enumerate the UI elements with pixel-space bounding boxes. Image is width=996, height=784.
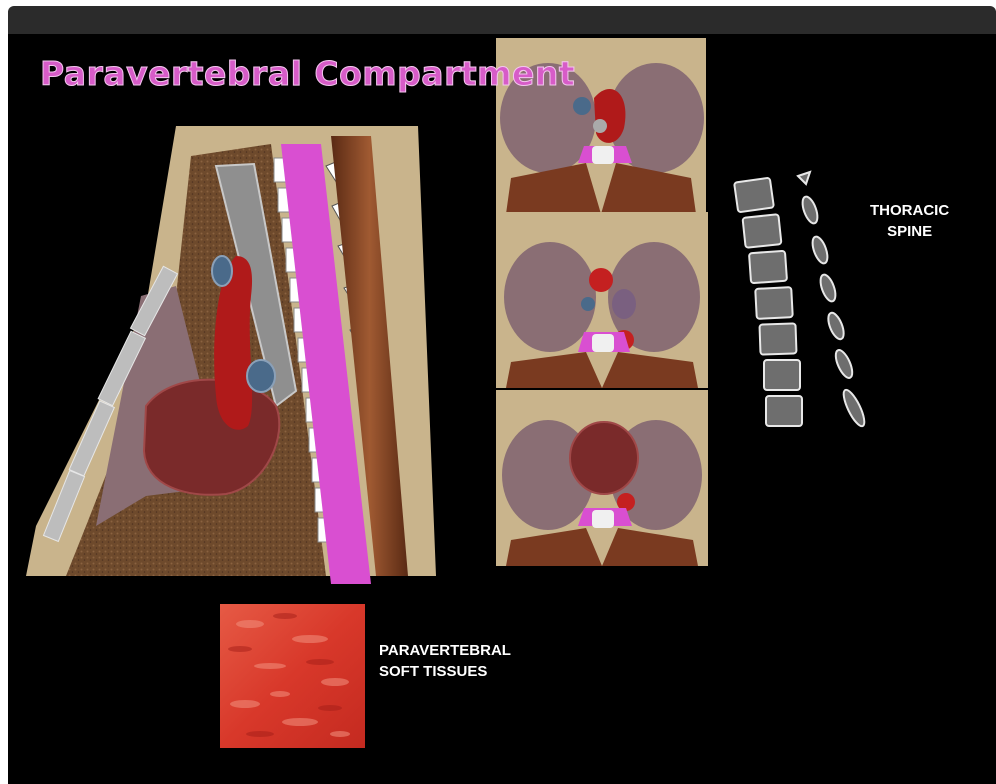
pulmonary-vessel-lower — [247, 360, 275, 392]
spinous-t2 — [800, 195, 821, 225]
label-thoracic-spine-line2: SPINE — [870, 221, 949, 242]
spinous-t4 — [818, 273, 839, 303]
axial-slice-lower — [496, 390, 708, 566]
label-thoracic-spine-line1: THORACIC — [870, 200, 949, 221]
vertebra-lower — [592, 510, 614, 528]
pulmonary-artery — [612, 289, 636, 319]
sagittal-thorax-illustration — [26, 106, 446, 596]
vertebra-t6 — [764, 360, 800, 390]
label-soft-tissues-line1: PARAVERTEBRAL — [379, 640, 511, 661]
label-soft-tissues-line2: SOFT TISSUES — [379, 661, 511, 682]
spinous-t1 — [798, 172, 810, 184]
vertebra-t2 — [743, 214, 782, 248]
pulmonary-vessel-upper — [212, 256, 232, 286]
spinous-t5 — [825, 311, 847, 341]
vessel-blue-upper — [573, 97, 591, 115]
spinous-t6 — [832, 348, 855, 380]
axial-slice-middle — [496, 212, 708, 388]
slide-title: Paravertebral Compartment — [40, 54, 575, 93]
vertebra-upper — [592, 146, 614, 164]
vertebra-t3 — [749, 251, 787, 283]
vertebra-t7 — [766, 396, 802, 426]
trachea-upper — [593, 119, 607, 133]
thoracic-spine-illustration — [730, 170, 880, 442]
label-paravertebral-soft-tissues: PARAVERTEBRAL SOFT TISSUES — [379, 640, 511, 682]
vessel-blue-middle — [581, 297, 595, 311]
slide-canvas: Paravertebral Compartment — [8, 34, 996, 784]
vertebra-t5 — [759, 323, 796, 354]
aortic-arch — [594, 89, 625, 143]
label-thoracic-spine: THORACIC SPINE — [870, 200, 949, 242]
spinous-t3 — [810, 235, 831, 265]
vertebra-t1 — [734, 178, 774, 213]
soft-tissue-swatch — [220, 604, 365, 748]
vertebra-t4 — [755, 287, 793, 319]
spinous-t7 — [840, 387, 868, 428]
vertebra-middle — [592, 334, 614, 352]
heart-axial — [570, 422, 638, 494]
ascending-aorta — [589, 268, 613, 292]
lung-left-middle — [504, 242, 596, 352]
